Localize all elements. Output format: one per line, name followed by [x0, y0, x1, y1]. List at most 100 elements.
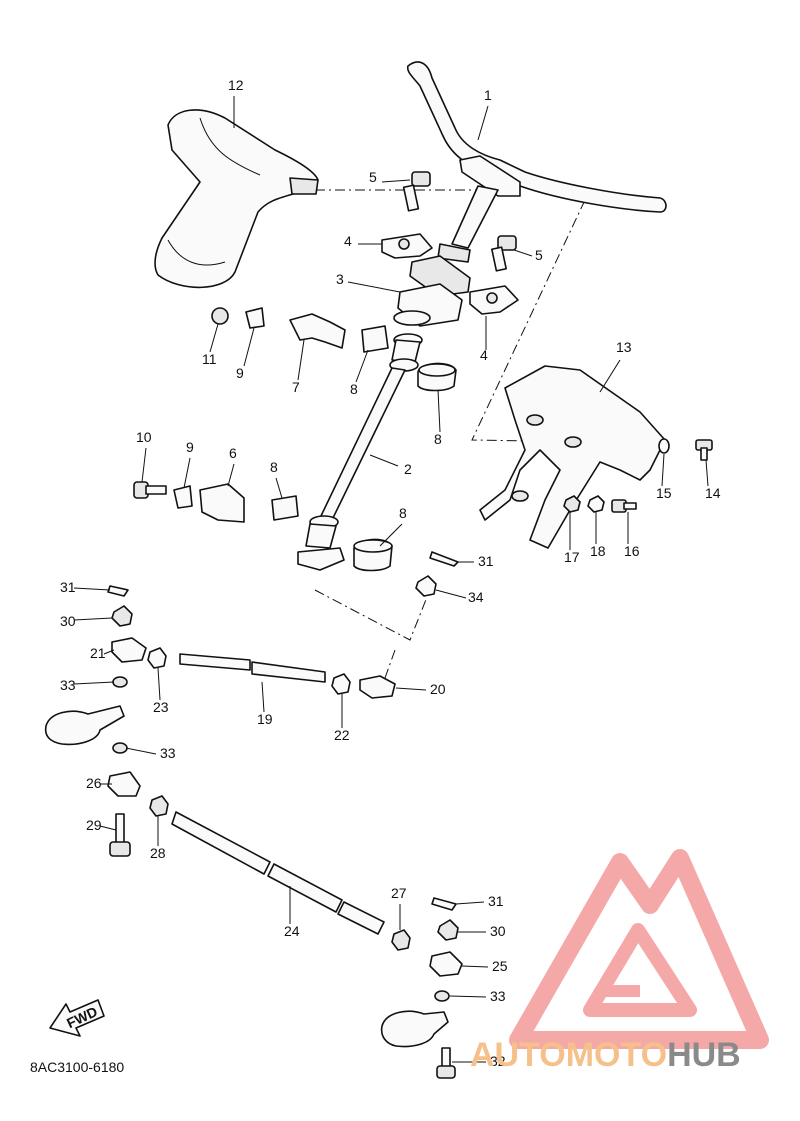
clamp-part-4-right[interactable] — [469, 285, 519, 315]
bracket-part-7[interactable] — [289, 313, 346, 349]
watermark-text: AUTOMOTOHUB — [470, 1036, 741, 1074]
callout-label-29: 29 — [86, 817, 102, 833]
callout-label-18: 18 — [590, 543, 606, 559]
leader-line-33 — [125, 747, 157, 755]
callout-label-27: 27 — [391, 885, 407, 901]
leader-line-25 — [461, 965, 489, 968]
nut-part-30-bottom[interactable] — [437, 919, 459, 941]
tie-rod-end-part-26[interactable] — [107, 771, 141, 797]
bolt-part-5-upper[interactable] — [402, 171, 431, 212]
leader-line-10 — [141, 447, 147, 483]
tie-rod-end-part-25[interactable] — [429, 951, 463, 977]
nut-part-30-top[interactable] — [111, 605, 133, 627]
callout-label-11: 11 — [202, 351, 217, 367]
callout-label-8: 8 — [270, 459, 278, 475]
cotter-pin-part-31-bottom[interactable] — [431, 897, 457, 911]
callout-label-17: 17 — [564, 549, 580, 565]
leader-line-23 — [157, 667, 161, 701]
screw-part-14[interactable] — [695, 439, 713, 461]
callout-label-15: 15 — [656, 485, 672, 501]
nut-part-22[interactable] — [331, 673, 351, 695]
callout-label-33: 33 — [160, 745, 176, 761]
callout-label-19: 19 — [257, 711, 273, 727]
knuckle-arm-upper[interactable] — [44, 705, 125, 746]
knuckle-arm-lower[interactable] — [380, 1010, 449, 1048]
bushing-part-8-d[interactable] — [353, 538, 393, 572]
callout-leaders — [73, 96, 709, 1063]
callout-label-12: 12 — [228, 77, 244, 93]
nut-part-11[interactable] — [211, 307, 229, 325]
callout-label-33: 33 — [60, 677, 76, 693]
bolt-part-5-right[interactable] — [491, 235, 517, 272]
grip-cover-part-12[interactable] — [154, 109, 319, 289]
callout-label-24: 24 — [284, 923, 300, 939]
callout-label-9: 9 — [186, 439, 194, 455]
leader-line-2 — [369, 454, 399, 467]
callout-label-20: 20 — [430, 681, 446, 697]
washer-part-33-a[interactable] — [112, 676, 128, 688]
leader-line-5 — [513, 249, 533, 257]
tie-rod-part-24[interactable] — [171, 811, 385, 935]
bushing-part-8-c[interactable] — [271, 495, 299, 521]
callout-label-5: 5 — [369, 169, 377, 185]
bolt-part-29[interactable] — [109, 813, 131, 857]
callout-label-31: 31 — [488, 893, 504, 909]
washer-part-33-b[interactable] — [112, 742, 128, 754]
leader-line-31 — [455, 901, 485, 905]
callout-label-32: 32 — [490, 1053, 506, 1069]
callout-label-8: 8 — [399, 505, 407, 521]
tie-rod-end-part-20[interactable] — [359, 675, 396, 699]
leader-line-13 — [599, 359, 621, 393]
callout-label-7: 7 — [292, 379, 300, 395]
leader-line-8 — [355, 349, 369, 383]
callout-label-8: 8 — [434, 431, 442, 447]
fwd-label: FWD — [64, 1003, 100, 1031]
leader-line-7 — [297, 339, 305, 381]
clip-part-9-upper[interactable] — [245, 307, 265, 329]
nut-part-34[interactable] — [415, 575, 437, 597]
cotter-pin-part-31-mid[interactable] — [429, 551, 459, 567]
callout-label-10: 10 — [136, 429, 152, 445]
column-cover-part-13[interactable] — [479, 365, 666, 549]
bolt-part-10[interactable] — [133, 481, 167, 499]
callout-label-30: 30 — [60, 613, 76, 629]
callout-label-14: 14 — [705, 485, 721, 501]
leader-line-1 — [477, 105, 489, 141]
tie-rod-end-part-21[interactable] — [111, 637, 147, 663]
cotter-pin-part-31-top[interactable] — [107, 585, 129, 597]
washer-part-15[interactable] — [658, 438, 670, 454]
clip-part-9-lower[interactable] — [173, 485, 193, 509]
clamp-part-6[interactable] — [199, 483, 245, 523]
leader-line-14 — [705, 459, 709, 487]
steering-column-part-2[interactable] — [297, 333, 423, 571]
clamp-part-4-left[interactable] — [381, 233, 433, 259]
nut-part-17[interactable] — [563, 495, 581, 513]
leader-line-20 — [395, 687, 427, 691]
leader-line-30 — [73, 617, 113, 621]
callout-label-9: 9 — [236, 365, 244, 381]
callout-label-21: 21 — [90, 645, 106, 661]
handlebar-part-1[interactable] — [406, 61, 667, 263]
callout-label-26: 26 — [86, 775, 102, 791]
nut-part-27[interactable] — [391, 929, 411, 951]
leader-line-11 — [209, 323, 219, 353]
callout-label-4: 4 — [480, 347, 488, 363]
leader-line-8 — [379, 523, 403, 547]
washer-part-33-c[interactable] — [434, 990, 450, 1002]
upper-bracket-part-3[interactable] — [393, 255, 471, 327]
callout-label-5: 5 — [535, 247, 543, 263]
leader-line-8 — [275, 477, 283, 499]
nut-part-23[interactable] — [147, 647, 167, 669]
bushing-part-8-b[interactable] — [417, 362, 457, 392]
nut-part-18[interactable] — [587, 495, 605, 513]
callout-label-31: 31 — [478, 553, 494, 569]
screw-part-16[interactable] — [611, 499, 637, 513]
nut-part-28[interactable] — [149, 795, 169, 817]
bushing-part-8-a[interactable] — [361, 325, 389, 353]
bolt-part-32[interactable] — [436, 1047, 456, 1079]
tie-rod-part-19[interactable] — [179, 653, 326, 683]
leader-line-5 — [381, 179, 411, 183]
leader-line-9 — [243, 327, 255, 367]
